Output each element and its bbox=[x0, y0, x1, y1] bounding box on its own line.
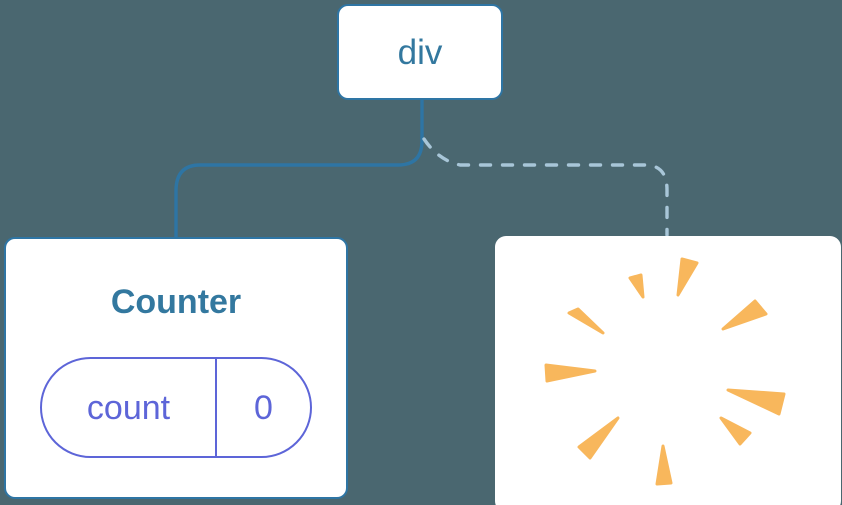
node-destroyed bbox=[495, 236, 841, 505]
burst-ray bbox=[567, 307, 605, 335]
burst-ray bbox=[721, 299, 768, 331]
burst-ray bbox=[655, 444, 673, 486]
state-key-cell: count bbox=[42, 359, 215, 456]
burst-ray bbox=[628, 273, 645, 299]
state-value-label: 0 bbox=[254, 388, 273, 427]
state-key-label: count bbox=[86, 388, 171, 427]
state-pill: count 0 bbox=[40, 357, 312, 458]
state-value-cell: 0 bbox=[215, 359, 310, 456]
node-div-label: div bbox=[397, 32, 443, 72]
burst-ray bbox=[577, 416, 620, 460]
burst-ray bbox=[544, 363, 597, 383]
burst-ray bbox=[719, 416, 752, 446]
poof-burst-icon bbox=[544, 257, 786, 486]
edge-solid-div-to-counter bbox=[174, 97, 424, 239]
node-div: div bbox=[337, 4, 503, 100]
node-counter-title: Counter bbox=[110, 283, 242, 321]
edge-dashed-div-to-destroyed bbox=[422, 137, 669, 237]
burst-ray bbox=[676, 257, 699, 297]
burst-ray bbox=[726, 388, 786, 416]
node-counter: Counter count 0 bbox=[4, 237, 348, 499]
